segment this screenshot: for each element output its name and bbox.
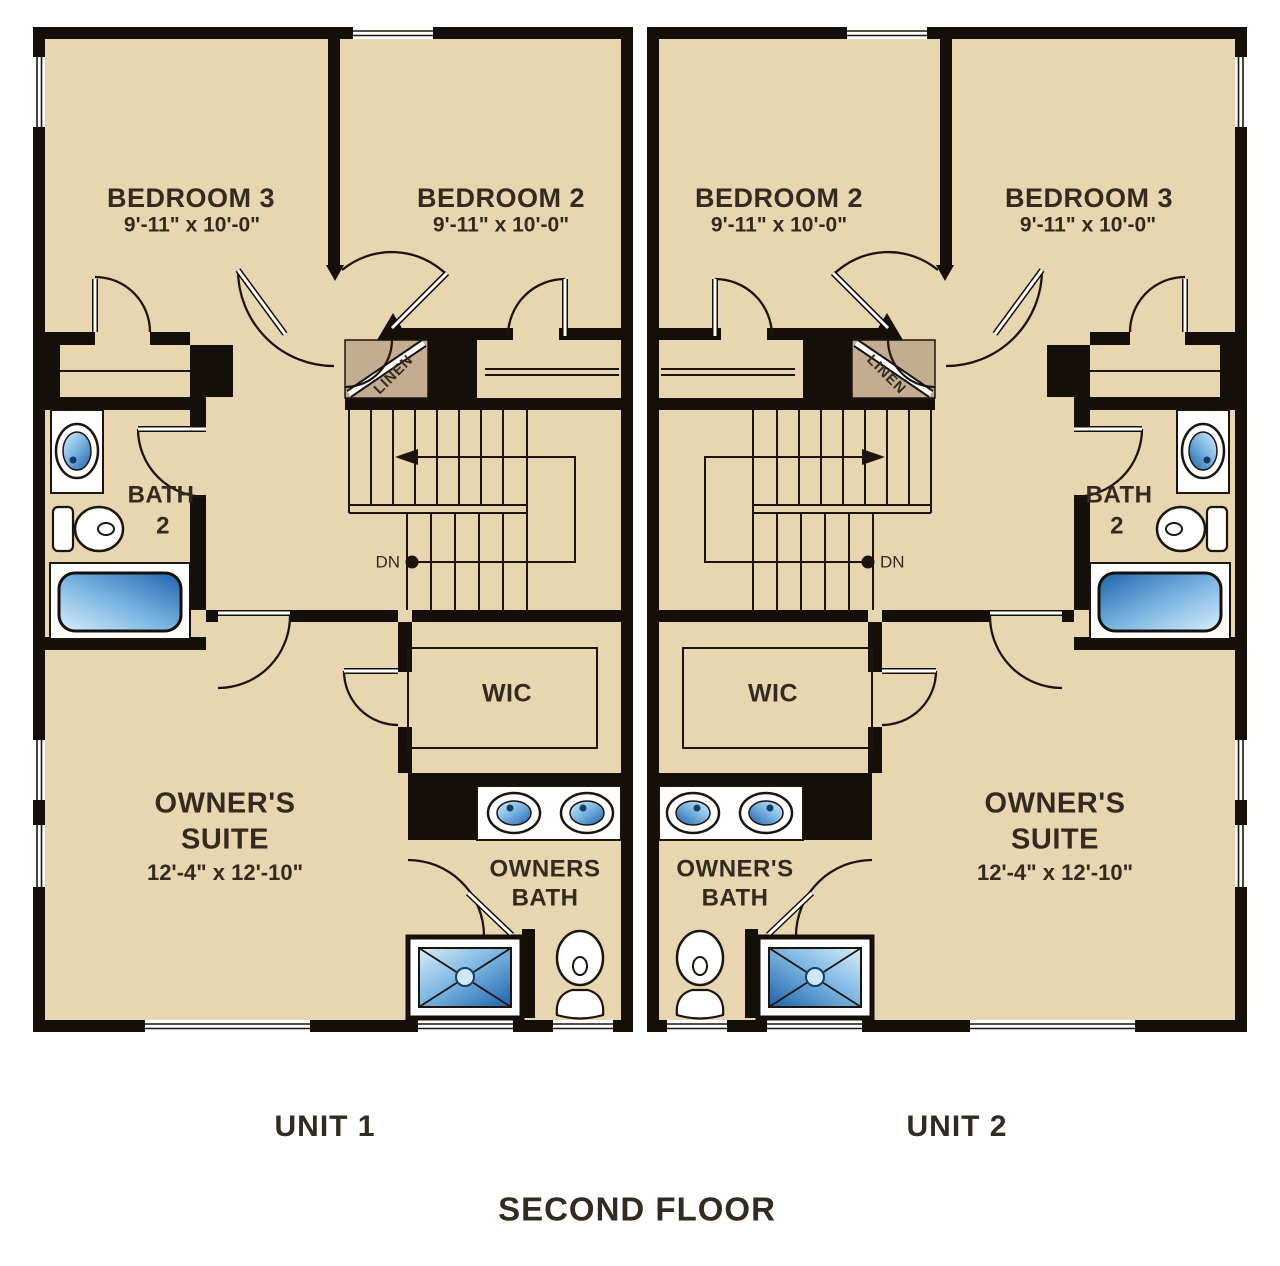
unit-1-title: UNIT 1 <box>274 1110 375 1143</box>
unit2-owners-suite-label1: OWNER'S <box>985 788 1126 820</box>
unit1-owners-bath-label1: OWNERS <box>490 855 601 882</box>
floor-title: SECOND FLOOR <box>498 1191 776 1228</box>
unit2-bath2-label: BATH <box>1086 481 1153 508</box>
unit-2-title: UNIT 2 <box>906 1110 1007 1143</box>
unit2-bedroom2-label: BEDROOM 2 <box>695 183 863 213</box>
unit1-bedroom3-label: BEDROOM 3 <box>107 183 275 213</box>
unit1-bedroom3-dims: 9'-11" x 10'-0" <box>124 214 260 237</box>
unit1-owners-suite-label1: OWNER'S <box>155 788 296 820</box>
unit2-wic-label: WIC <box>748 680 798 708</box>
unit2-bedroom3-label: BEDROOM 3 <box>1005 183 1173 213</box>
unit2-owners-suite-dims: 12'-4" x 12'-10" <box>977 860 1133 885</box>
unit2-owners-bath-label2: BATH <box>702 884 769 911</box>
unit1-bedroom2-label: BEDROOM 2 <box>417 183 585 213</box>
unit1-dn-label: DN <box>375 552 400 571</box>
unit1-owners-bath-label2: BATH <box>512 884 579 911</box>
unit1-owners-suite-dims: 12'-4" x 12'-10" <box>147 860 303 885</box>
unit2-owners-bath-label1: OWNER'S <box>676 855 793 882</box>
unit1-wic-label: WIC <box>482 680 532 708</box>
unit2-dn-label: DN <box>880 552 905 571</box>
footer-labels: UNIT 1 UNIT 2 SECOND FLOOR <box>274 1110 1007 1228</box>
unit-1-labels: BEDROOM 3 9'-11" x 10'-0" BEDROOM 2 9'-1… <box>107 183 601 911</box>
unit1-bath2-label: BATH <box>128 481 195 508</box>
unit2-bedroom2-dims: 9'-11" x 10'-0" <box>711 214 847 237</box>
unit1-owners-suite-label2: SUITE <box>181 824 269 856</box>
unit1-bath2-number: 2 <box>156 512 170 539</box>
unit2-bath2-number: 2 <box>1110 512 1124 539</box>
unit2-bedroom3-dims: 9'-11" x 10'-0" <box>1020 214 1156 237</box>
unit-2-labels: BEDROOM 3 9'-11" x 10'-0" BEDROOM 2 9'-1… <box>676 183 1173 911</box>
unit1-bedroom2-dims: 9'-11" x 10'-0" <box>433 214 569 237</box>
unit2-owners-suite-label2: SUITE <box>1011 824 1099 856</box>
